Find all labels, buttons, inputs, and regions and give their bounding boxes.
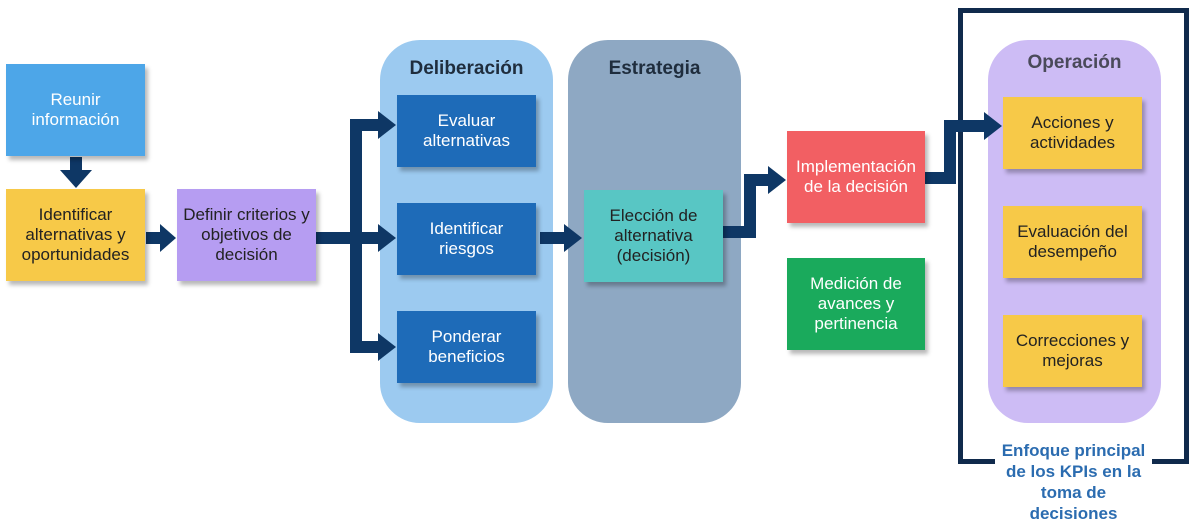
- arrow-identificar-definir-shaft: [146, 232, 162, 244]
- kpi-bracket: [958, 8, 1189, 464]
- arrow-evaluar-head: [378, 111, 396, 139]
- arrow-identificar-definir-head: [160, 224, 176, 252]
- arrow-impl-head: [768, 166, 786, 194]
- box-definir-criterios: Definir criterios y objetivos de decisió…: [177, 189, 316, 281]
- box-medicion-avances: Medición de avances y pertinencia: [787, 258, 925, 350]
- box-evaluacion-desempeno: Evaluación del desempeño: [1003, 206, 1142, 278]
- arrow-riesgos-head: [378, 224, 396, 252]
- box-reunir-informacion: Reunir información: [6, 64, 145, 156]
- arrow-riesgos-shaft: [362, 232, 380, 244]
- operation-title: Operación: [1027, 52, 1122, 73]
- box-correcciones-mejoras: Correcciones y mejoras: [1003, 315, 1142, 387]
- box-acciones-actividades: Acciones y actividades: [1003, 97, 1142, 169]
- box-identificar-alternativas: Identificar alternativas y oportunidades: [6, 189, 145, 281]
- kpi-caption: Enfoque principal de los KPIs en la toma…: [1001, 441, 1146, 523]
- arrow-down-shaft: [70, 157, 82, 171]
- arrow-acciones-shaft-c: [944, 120, 986, 132]
- strategy-title: Estrategia: [608, 58, 701, 79]
- box-evaluar-alternativas: Evaluar alternativas: [397, 95, 536, 167]
- arrow-down-head: [60, 170, 92, 188]
- box-ponderar-beneficios: Ponderar beneficios: [397, 311, 536, 383]
- box-implementacion: Implementación de la decisión: [787, 131, 925, 223]
- fork-vertical: [350, 119, 362, 353]
- deliberation-title: Deliberación: [409, 58, 524, 79]
- kpi-bracket-bottom-left: [958, 459, 995, 464]
- arrow-acciones-shaft-b: [944, 120, 956, 184]
- box-eleccion-alternativa: Elección de alternativa (decisión): [584, 190, 723, 282]
- arrow-impl-shaft-b: [744, 174, 756, 238]
- arrow-eleccion-shaft: [540, 232, 566, 244]
- kpi-bracket-bottom-right: [1152, 459, 1189, 464]
- arrow-acciones-head: [984, 112, 1002, 140]
- arrow-ponderar-shaft: [350, 341, 380, 353]
- arrow-eleccion-head: [564, 224, 582, 252]
- arrow-evaluar-shaft: [350, 119, 380, 131]
- arrow-impl-shaft-c: [744, 174, 770, 186]
- arrow-ponderar-head: [378, 333, 396, 361]
- box-identificar-riesgos: Identificar riesgos: [397, 203, 536, 275]
